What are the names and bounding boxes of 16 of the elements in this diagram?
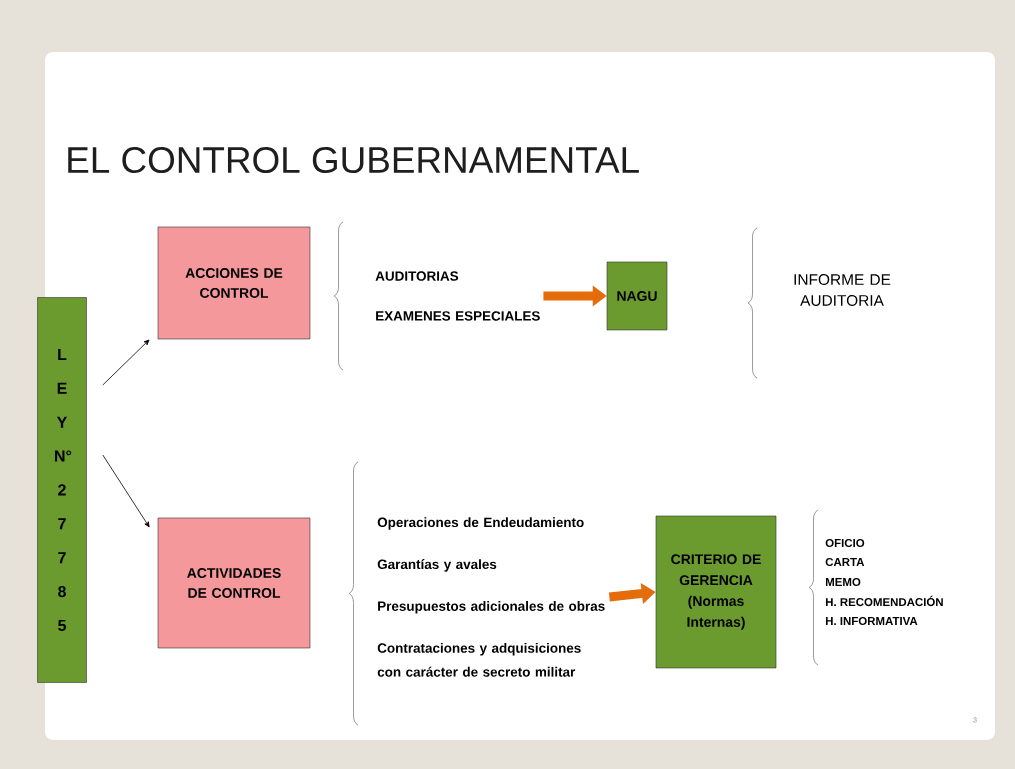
process-box: ACCIONES DE CONTROL [157, 226, 311, 340]
document-type: CARTA [825, 557, 865, 567]
document-type: H. INFORMATIVA [825, 616, 918, 626]
slide-title: EL CONTROL GUBERNAMENTAL [68, 146, 639, 174]
document-type: MEMO [825, 577, 861, 587]
process-box: ACTIVIDADES DE CONTROL [157, 517, 311, 649]
arrow [102, 339, 150, 386]
process-box: CRITERIO DE GERENCIA (Normas Internas) [655, 515, 777, 669]
result-text: INFORME DE AUDITORIA [794, 274, 891, 306]
law-box: L E Y N° 2 7 7 8 5 [37, 297, 87, 683]
document-type: H. RECOMENDACIÓN [825, 595, 943, 607]
process-box: NAGU [606, 261, 668, 331]
document-type: OFICIO [825, 538, 865, 548]
item-list: Operaciones de Endeudamiento Garantías y avales Presupuestos adicionales de obras Contrataciones y adquisiciones con carácter de secreto militar [377, 517, 605, 677]
item-list: AUDITORIAS EXAMENES ESPECIALES [375, 271, 540, 321]
arrow [102, 454, 150, 528]
